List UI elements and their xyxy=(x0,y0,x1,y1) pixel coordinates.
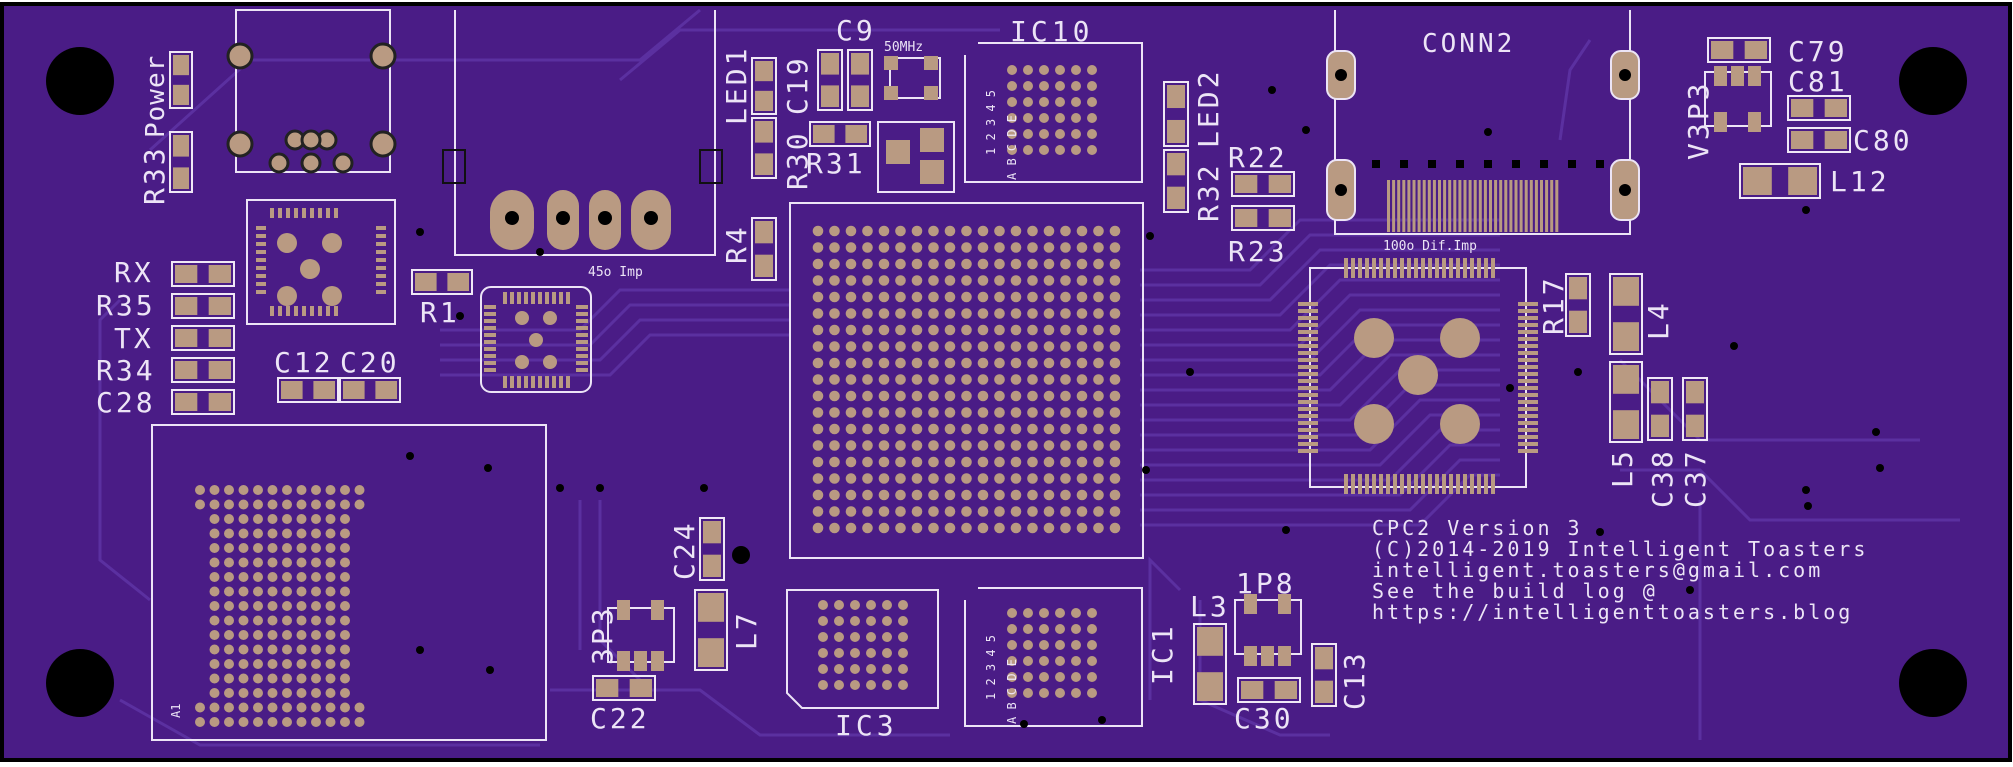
label-r33: R33 xyxy=(138,145,171,205)
label-r35: R35 xyxy=(96,289,156,322)
label-c81: C81 xyxy=(1788,65,1848,98)
label-3p3: 3P3 xyxy=(586,605,619,665)
label-c22: C22 xyxy=(590,702,650,735)
ic1-footprint xyxy=(964,587,1143,727)
label-100-dif-imp: 100o Dif.Imp xyxy=(1383,239,1477,254)
label-r32: R32 xyxy=(1192,162,1225,222)
1p8-regulator-footprint xyxy=(1234,594,1302,666)
label-1p8: 1P8 xyxy=(1236,567,1296,600)
info-line-5: https://intelligenttoasters.blog xyxy=(1372,600,1853,624)
label-ic1-cols: 1 2 3 4 5 xyxy=(984,635,998,700)
vias xyxy=(406,86,1884,728)
label-tx: TX xyxy=(114,322,154,355)
label-r30: R30 xyxy=(781,130,814,190)
copper-traces xyxy=(98,8,1960,747)
label-l4: L4 xyxy=(1642,300,1675,340)
label-ic1: IC1 xyxy=(1146,622,1179,685)
label-v3p3: V3P3 xyxy=(1682,81,1715,160)
label-c28: C28 xyxy=(96,386,156,419)
qfn-small-footprint xyxy=(480,286,592,393)
usb-connector-footprint xyxy=(226,9,397,174)
label-rx: RX xyxy=(114,256,154,289)
info-line-2: (C)2014-2019 Intelligent Toasters xyxy=(1372,537,1868,561)
label-c19: C19 xyxy=(781,55,814,115)
label-r1: R1 xyxy=(420,296,460,329)
label-l5: L5 xyxy=(1606,448,1639,488)
label-c24: C24 xyxy=(668,520,701,580)
ic3-footprint xyxy=(786,589,939,709)
label-ic10-rows: A B C D E xyxy=(1005,115,1019,180)
label-r34: R34 xyxy=(96,354,156,387)
label-ic3: IC3 xyxy=(835,709,898,742)
led-driver-footprint xyxy=(877,121,955,193)
label-a1: A1 xyxy=(169,704,183,718)
label-l7: L7 xyxy=(730,610,763,650)
silkscreen-labels: CONN2 IC10 IC3 IC1 LED1 LED2 C9 50MHz C1… xyxy=(96,14,1913,742)
label-r17: R17 xyxy=(1537,275,1570,335)
ic10-footprint xyxy=(964,42,1143,183)
label-50mhz: 50MHz xyxy=(884,40,923,55)
label-c30: C30 xyxy=(1234,702,1294,735)
oscillator-50mhz-footprint xyxy=(884,56,941,100)
info-line-1: CPC2 Version 3 xyxy=(1372,516,1583,540)
label-r4: R4 xyxy=(720,224,753,264)
label-r23: R23 xyxy=(1228,235,1288,268)
label-led2: LED2 xyxy=(1192,69,1225,148)
v3p3-regulator-footprint xyxy=(1704,66,1772,132)
mounting-hole-bottom-left xyxy=(46,649,114,717)
3p3-regulator-footprint xyxy=(607,600,675,671)
label-r22: R22 xyxy=(1228,141,1288,174)
board-info-text: CPC2 Version 3 (C)2014-2019 Intelligent … xyxy=(1372,516,1868,624)
label-c79: C79 xyxy=(1788,35,1848,68)
label-c9: C9 xyxy=(836,14,876,47)
conn2-footprint xyxy=(1326,10,1640,235)
qfp-right-footprint xyxy=(1298,258,1538,494)
label-led1: LED1 xyxy=(720,46,753,125)
ram-bga-footprint xyxy=(151,424,547,741)
label-c38: C38 xyxy=(1646,448,1679,508)
info-line-4: See the build log @ xyxy=(1372,579,1658,603)
label-c20: C20 xyxy=(340,346,400,379)
mounting-hole-top-left xyxy=(46,47,114,115)
qfn-upper-left-footprint xyxy=(246,199,396,325)
label-c13: C13 xyxy=(1338,650,1371,710)
label-c80: C80 xyxy=(1853,124,1913,157)
mounting-holes xyxy=(46,47,1967,717)
label-power: Power xyxy=(141,55,171,138)
mounting-hole-top-right xyxy=(1899,47,1967,115)
label-r31: R31 xyxy=(806,147,866,180)
label-ic10: IC10 xyxy=(1010,15,1093,48)
label-c12: C12 xyxy=(274,346,334,379)
main-fpga-footprint xyxy=(789,202,1144,559)
info-line-3: intelligent.toasters@gmail.com xyxy=(1372,558,1823,582)
label-l12: L12 xyxy=(1830,165,1890,198)
label-ic10-cols: 1 2 3 4 5 xyxy=(984,90,998,155)
label-conn2: CONN2 xyxy=(1422,29,1515,59)
label-45-imp: 45o Imp xyxy=(588,265,643,280)
terminal-connector-footprint xyxy=(442,10,723,256)
label-c37: C37 xyxy=(1679,448,1712,508)
mounting-hole-bottom-right xyxy=(1899,649,1967,717)
label-ic1-rows: A B C D E xyxy=(1005,659,1019,724)
label-l3: L3 xyxy=(1190,590,1230,623)
